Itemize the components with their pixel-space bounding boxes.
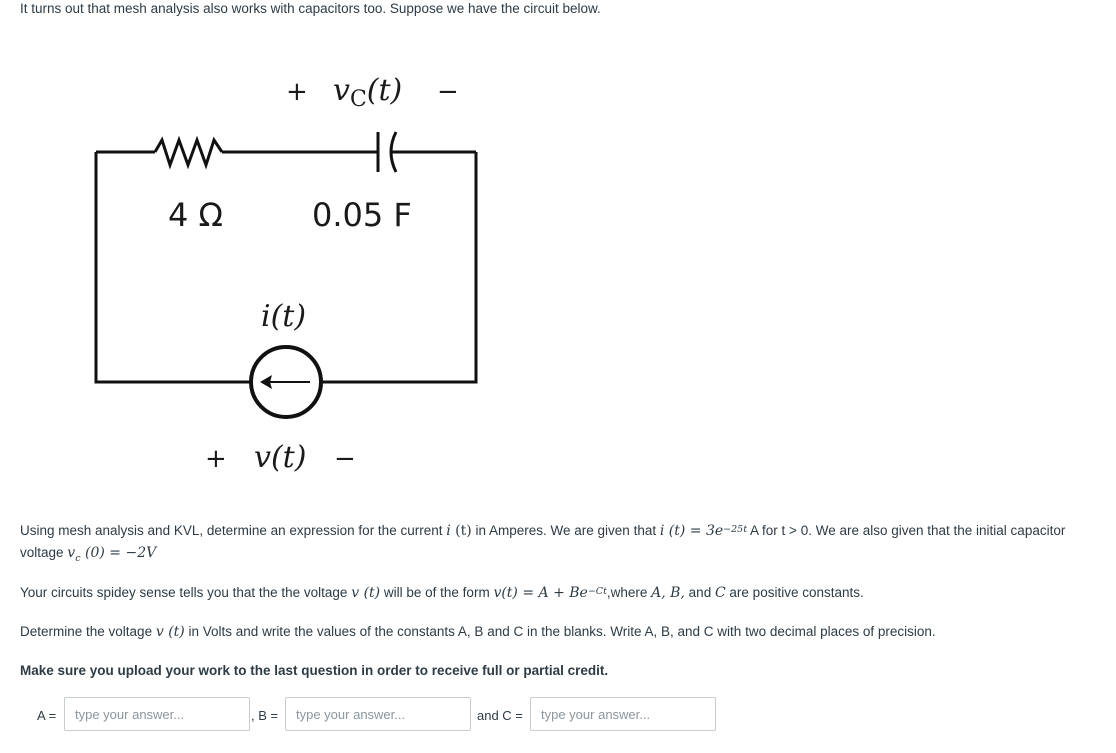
paragraph-mesh-analysis: Using mesh analysis and KVL, determine a… (20, 522, 1065, 542)
capacitor-label: 0.05 F (312, 196, 412, 234)
resistor-symbol (153, 135, 224, 170)
capacitor-voltage-v: vC(t) (333, 73, 402, 112)
paragraph-voltage-form: Your circuits spidey sense tells you tha… (20, 584, 864, 604)
current-source-circle (249, 345, 323, 419)
p1-text-c: A for t > 0. We are also given that the … (747, 523, 1066, 538)
current-source-arrow-head (260, 375, 272, 389)
capacitor-voltage-plus: + (286, 77, 308, 107)
source-voltage-minus: − (334, 444, 356, 474)
p2-text-d: are positive constants. (725, 585, 864, 600)
p1-math-current: i (t) = 3e−25t (659, 523, 748, 539)
p3-math-v: v (t) (155, 624, 185, 640)
p2-text-c: ,where (606, 585, 652, 600)
source-voltage-label: v(t) (254, 440, 306, 475)
current-label: i(t) (261, 299, 306, 334)
answer-c-input[interactable] (530, 697, 716, 731)
p2-math-v: v (t) (351, 585, 381, 601)
paragraph-determine-voltage: Determine the voltage v (t) in Volts and… (20, 623, 936, 641)
right-wire (322, 152, 478, 384)
answer-a-label: A = (37, 708, 57, 723)
p1-math-i: i (t) (446, 523, 472, 539)
answer-b-label: , B = (251, 708, 279, 723)
answer-c-label: and C = (477, 708, 523, 723)
answer-b-input[interactable] (285, 697, 471, 731)
p1-text-a: Using mesh analysis and KVL, determine a… (20, 523, 447, 538)
p2-math-ab: A, B, (651, 585, 685, 601)
p1-math-vc: vc (0) = −2V (67, 545, 157, 564)
p2-text-and: and (684, 585, 715, 600)
answer-a-input[interactable] (64, 697, 250, 731)
p2-math-form: v(t) = A + Be−Ct (493, 585, 607, 601)
p2-math-c: C (714, 585, 726, 601)
source-voltage-plus: + (205, 444, 227, 474)
p2-text-b: will be of the form (380, 585, 494, 600)
upload-work-notice: Make sure you upload your work to the la… (20, 663, 609, 678)
left-wire (94, 152, 250, 384)
paragraph-mesh-analysis-line2: voltage vc (0) = −2V (20, 544, 156, 568)
circuit-diagram: + vC(t) − 4 Ω 0.05 F i(t) + v(t) − (94, 73, 478, 475)
p2-text-a: Your circuits spidey sense tells you tha… (20, 585, 352, 600)
intro-text: It turns out that mesh analysis also wor… (20, 1, 601, 16)
p1-text-d: voltage (20, 545, 68, 560)
capacitor-voltage-minus: − (437, 77, 459, 107)
p3-text-b: in Volts and write the values of the con… (184, 624, 936, 639)
p3-text-a: Determine the voltage (20, 624, 156, 639)
resistor-label: 4 Ω (168, 196, 223, 234)
p1-text-b: in Amperes. We are given that (471, 523, 660, 538)
